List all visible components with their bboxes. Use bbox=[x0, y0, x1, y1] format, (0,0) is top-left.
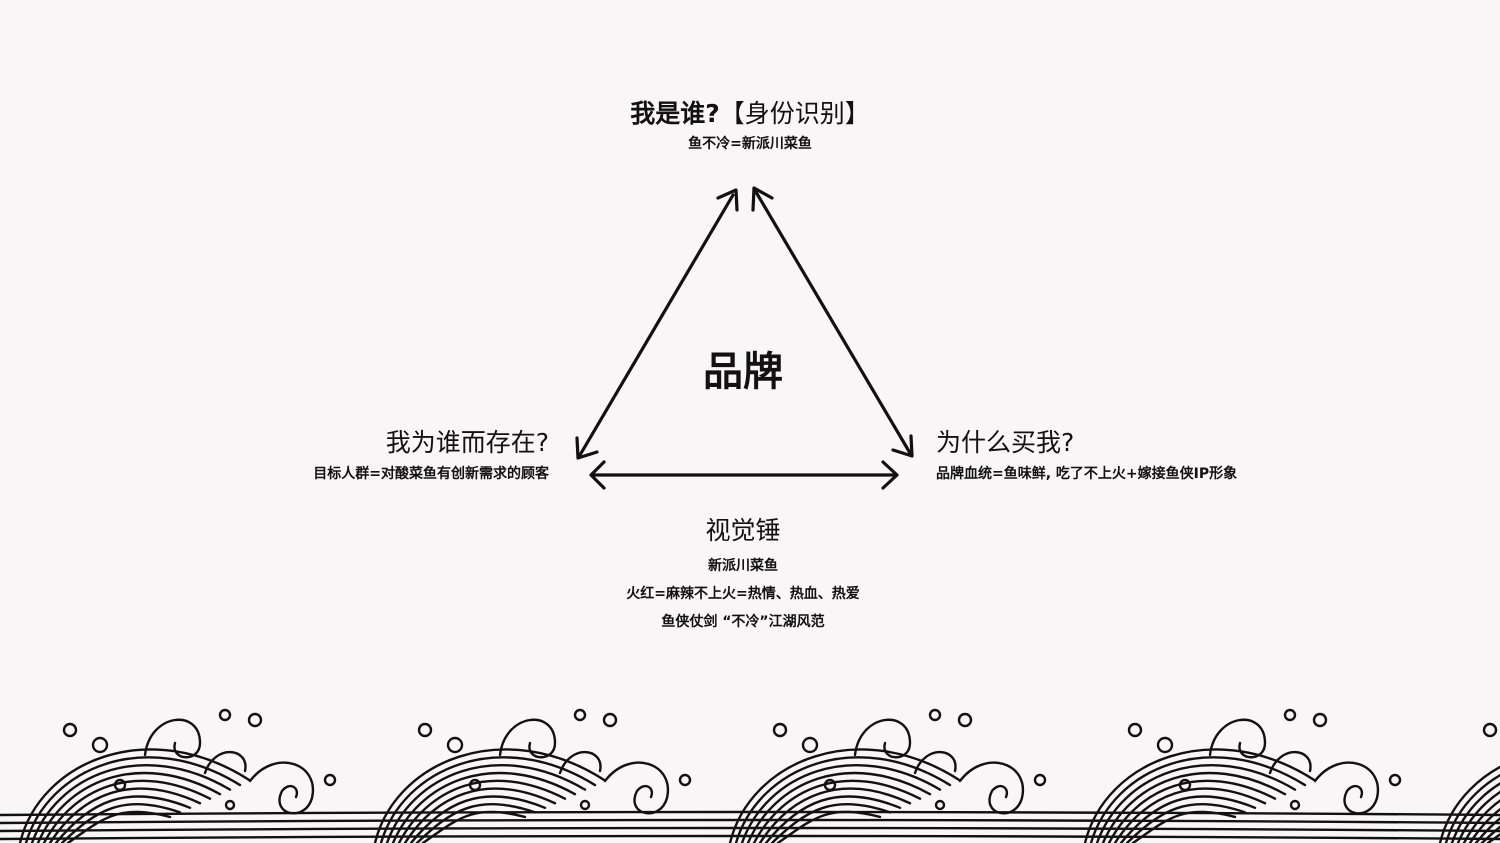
identity-block: 我是谁?【身份识别】 鱼不冷=新派川菜鱼 bbox=[520, 96, 980, 156]
identity-title: 我是谁?【身份识别】 bbox=[520, 96, 980, 132]
visual-hammer-line: 新派川菜鱼 bbox=[708, 558, 778, 574]
identity-question: 我是谁? bbox=[630, 99, 720, 128]
arrow-left-side bbox=[575, 188, 739, 460]
reason-title: 为什么买我? bbox=[936, 428, 1075, 457]
brand-center-label: 品牌 bbox=[703, 349, 783, 395]
ocean-wave-icon bbox=[0, 708, 1500, 843]
visual-hammer-title: 视觉锤 bbox=[705, 516, 781, 545]
visual-hammer-line: 鱼侠仗剑 “不冷”江湖风范 bbox=[661, 614, 825, 630]
reason-subtitle: 品牌血统=鱼味鲜, 吃了不上火+嫁接鱼侠IP形象 bbox=[936, 466, 1238, 482]
identity-subtitle: 鱼不冷=新派川菜鱼 bbox=[688, 136, 812, 152]
identity-tag: 【身份识别】 bbox=[719, 99, 870, 128]
audience-subtitle: 目标人群=对酸菜鱼有创新需求的顾客 bbox=[313, 466, 549, 482]
audience-title: 我为谁而存在? bbox=[385, 428, 549, 457]
arrow-right-side bbox=[751, 186, 914, 458]
visual-hammer-block: 视觉锤 新派川菜鱼 火红=麻辣不上火=热情、热血、热爱 鱼侠仗剑 “不冷”江湖风… bbox=[543, 512, 943, 636]
visual-hammer-line: 火红=麻辣不上火=热情、热血、热爱 bbox=[626, 586, 860, 602]
arrow-bottom-side bbox=[589, 460, 899, 490]
audience-block: 我为谁而存在? 目标人群=对酸菜鱼有创新需求的顾客 bbox=[313, 424, 549, 486]
reason-block: 为什么买我? 品牌血统=鱼味鲜, 吃了不上火+嫁接鱼侠IP形象 bbox=[936, 424, 1237, 486]
